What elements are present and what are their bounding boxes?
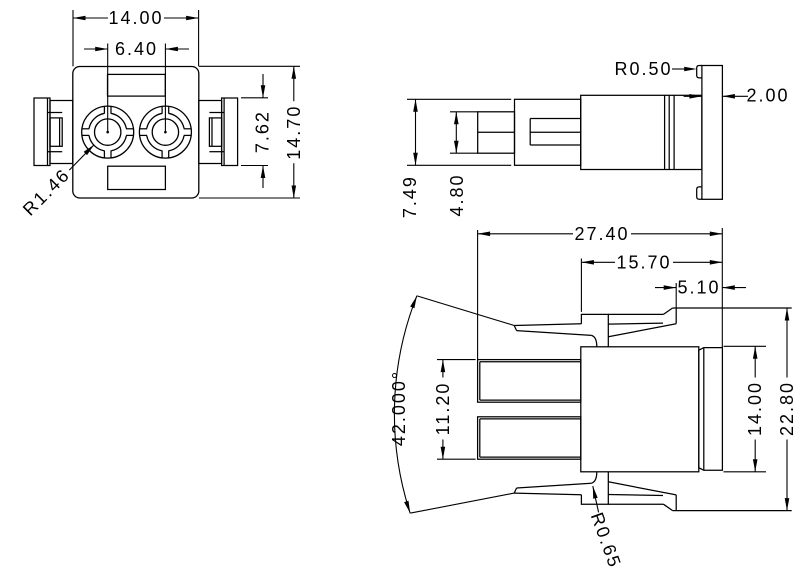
svg-text:R0.50: R0.50	[614, 59, 672, 79]
svg-text:R0.65: R0.65	[587, 510, 626, 571]
svg-text:14.00: 14.00	[108, 8, 163, 28]
svg-text:R1.46: R1.46	[19, 164, 74, 219]
svg-text:5.10: 5.10	[677, 278, 720, 298]
svg-text:11.20: 11.20	[433, 382, 453, 436]
svg-text:14.70: 14.70	[284, 105, 304, 160]
svg-text:22.80: 22.80	[777, 381, 797, 436]
svg-text:7.62: 7.62	[253, 110, 273, 153]
svg-text:6.40: 6.40	[115, 39, 158, 59]
svg-text:15.70: 15.70	[616, 252, 671, 272]
svg-text:42.000°: 42.000°	[389, 370, 409, 446]
svg-text:27.40: 27.40	[574, 224, 629, 244]
svg-text:7.49: 7.49	[400, 175, 420, 218]
svg-text:4.80: 4.80	[447, 173, 467, 216]
svg-text:14.00: 14.00	[745, 381, 765, 436]
svg-text:2.00: 2.00	[746, 86, 789, 106]
